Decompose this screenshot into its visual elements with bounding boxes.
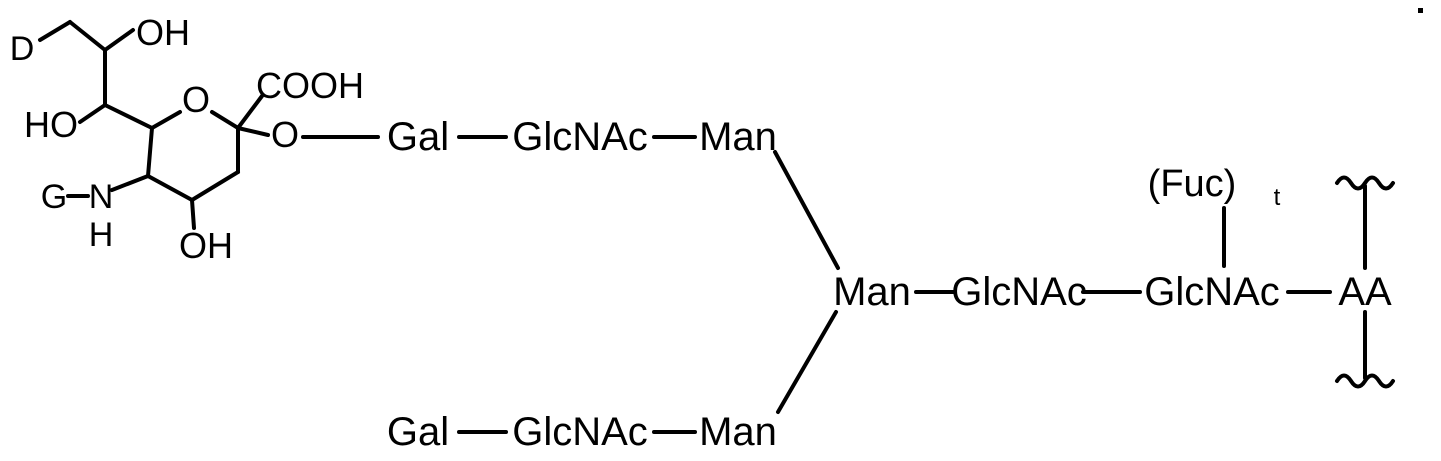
label-amide-hydrogen: H: [89, 216, 114, 254]
bond-c9-to-c8: [68, 20, 107, 52]
label-glycerol-ho-lower: HO: [24, 104, 78, 145]
residue-gal-lower: Gal: [387, 410, 449, 454]
label-glycerol-oh-upper: OH: [136, 12, 190, 53]
bond-c8-to-oh: [103, 28, 135, 52]
wavy-terminus-lower: [1335, 373, 1395, 389]
label-d-terminus: D: [10, 30, 35, 68]
bond-c4-to-oh: [190, 198, 196, 230]
bond-d-to-c9: [38, 20, 72, 42]
bond-c2-to-cooh: [236, 94, 264, 130]
core-chain-bonds: [914, 184, 1367, 380]
bond-man-lower-to-core-man: [776, 310, 838, 414]
wavy-bond-termini: [1335, 175, 1395, 389]
residue-man-lower: Man: [699, 410, 777, 454]
bond-c4-to-c5: [146, 174, 194, 202]
label-glycosidic-oxygen: O: [271, 114, 299, 155]
residue-glcnac-upper: GlcNAc: [512, 115, 648, 159]
bond-c5-to-n: [110, 174, 150, 192]
residue-glcnac-lower: GlcNAc: [512, 410, 648, 454]
label-ring-hydroxyl: OH: [179, 225, 233, 266]
label-carboxyl-group: COOH: [256, 65, 364, 106]
wavy-terminus-upper: [1335, 175, 1395, 191]
residue-gal-upper: Gal: [387, 115, 449, 159]
residue-glcnac-core-2: GlcNAc: [1144, 270, 1280, 314]
residue-fucose: (Fuc): [1148, 163, 1237, 205]
glycerol-sidechain-bonds: [38, 20, 154, 130]
scan-artifact-dot: [1418, 8, 1423, 13]
lower-antenna-bonds: [457, 310, 838, 434]
fucose-subscript: t: [1274, 184, 1281, 211]
bond-c7-to-ho: [78, 103, 107, 124]
residue-man-core: Man: [833, 270, 911, 314]
pyranose-ring-bonds: [110, 94, 270, 230]
bond-man-upper-to-core-man: [773, 150, 840, 270]
bond-ringO-to-c2: [210, 110, 240, 130]
label-amide-g: G: [41, 178, 67, 216]
bond-c6-to-ringO: [150, 110, 182, 130]
residue-glcnac-core-1: GlcNAc: [951, 270, 1087, 314]
upper-antenna-bonds: [301, 135, 840, 270]
bond-c7-to-ring: [103, 103, 154, 130]
residue-man-upper: Man: [699, 115, 777, 159]
bond-c5-to-c6: [146, 126, 154, 178]
label-ring-oxygen: O: [182, 79, 210, 120]
bond-c2-to-glycosidicO: [236, 126, 270, 137]
residue-amino-acid: AA: [1338, 270, 1392, 314]
bond-c3-to-c4: [190, 170, 240, 202]
label-amide-nitrogen: N: [89, 178, 114, 216]
